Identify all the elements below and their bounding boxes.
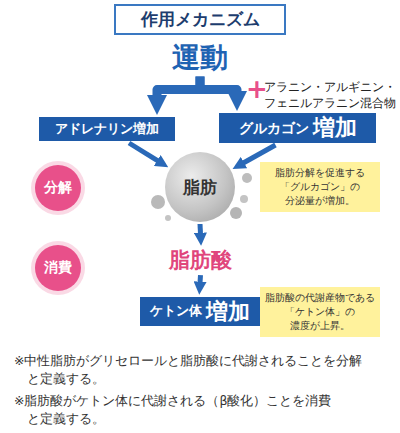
fat-bubble <box>151 195 165 209</box>
node-text: 脂肪酸 <box>169 248 232 273</box>
exercise-label: 運動 <box>172 41 228 75</box>
fat-bubble <box>242 173 252 183</box>
node-text: 増加 <box>206 299 250 324</box>
node-text: 脂肪酸の代謝産物である 「ケトン体」の 濃度が上昇。 <box>264 291 376 333</box>
flow-arrow <box>198 275 204 283</box>
increase-banner: アドレナリン増加 <box>39 117 175 141</box>
flow-arrow <box>157 77 200 97</box>
node-text: グルカゴン <box>239 120 309 136</box>
title-box: 作用メカニズム <box>114 4 286 35</box>
title-text: 作用メカニズム <box>138 8 262 31</box>
node-text: 運動 <box>172 41 228 75</box>
node-text: 脂肪分解を促進する 「グルカゴン」の 分泌量が増加。 <box>264 166 376 208</box>
flow-arrow <box>243 145 276 163</box>
stage-circle: 分解 <box>35 165 81 211</box>
increase-banner: グルカゴン増加 <box>219 113 376 143</box>
node-text: アドレナリン増加 <box>55 122 159 137</box>
footnote: ※脂肪酸がケトン体に代謝される（β酸化）ことを消費 と定義する。 <box>14 392 399 428</box>
flow-arrow <box>198 224 204 234</box>
footnote: ※中性脂肪がグリセロールと脂肪酸に代謝されることを分解 と定義する。 <box>14 352 399 388</box>
fatty-acid-label: 脂肪酸 <box>169 248 232 273</box>
fat-bubble <box>230 207 242 219</box>
node-text: 増加 <box>313 115 357 140</box>
fat-circle: 脂肪 <box>165 152 235 222</box>
flow-arrow <box>129 143 158 161</box>
node-text: 分解 <box>44 179 72 197</box>
note-box: 脂肪酸の代謝産物である 「ケトン体」の 濃度が上昇。 <box>260 287 380 337</box>
node-text: 消費 <box>44 259 72 277</box>
fat-bubble <box>165 215 171 221</box>
note-box: 脂肪分解を促進する 「グルカゴン」の 分泌量が増加。 <box>260 162 380 212</box>
increase-banner: ケトン体増加 <box>140 297 260 326</box>
supplement-label: アラニン・アルギニン・ フェニルアラニン混合物 <box>264 80 396 111</box>
node-text: ケトン体 <box>150 304 202 319</box>
stage-circle: 消費 <box>35 245 81 291</box>
fat-bubble <box>240 195 248 203</box>
flow-arrow <box>200 77 237 93</box>
node-text: 脂肪 <box>183 176 217 199</box>
